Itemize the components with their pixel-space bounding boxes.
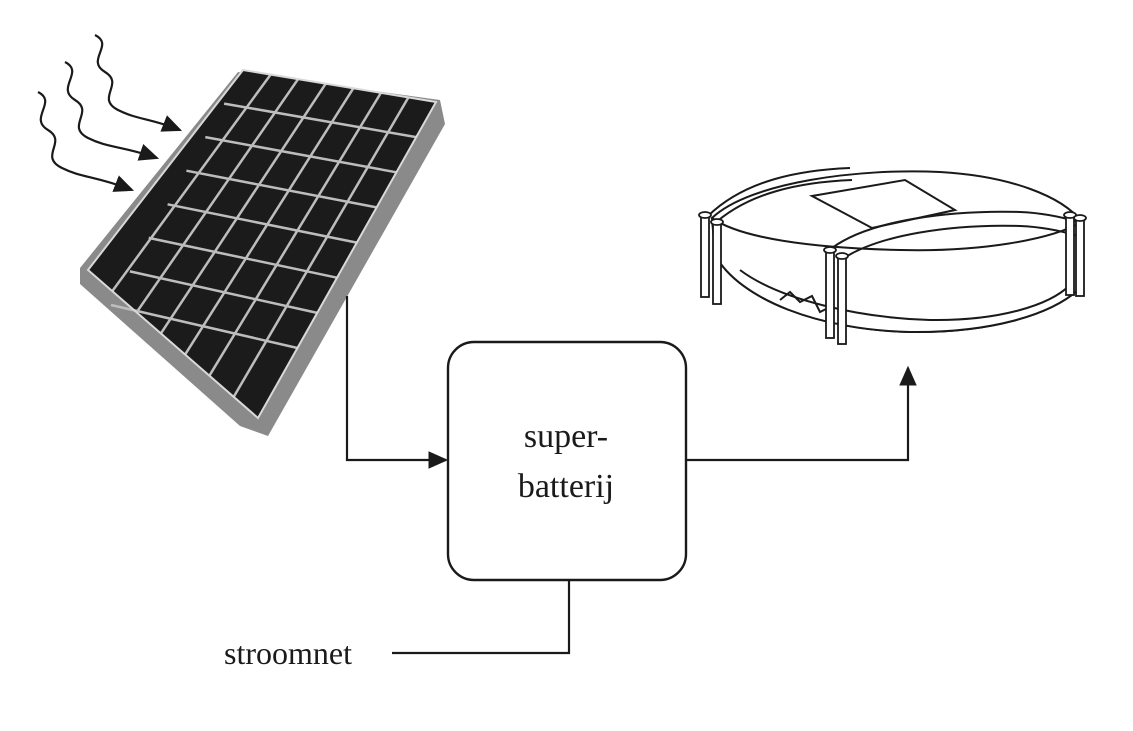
sun-rays xyxy=(37,34,183,192)
super-battery-box: super- batterij xyxy=(446,340,688,582)
battery-label-line2: batterij xyxy=(518,468,614,505)
grid-line xyxy=(392,580,571,655)
battery-to-load-line xyxy=(686,365,917,462)
wavy-arrow-icon xyxy=(64,61,160,161)
battery-label-line1: super- xyxy=(524,418,608,455)
pool-cover-icon xyxy=(698,167,1087,345)
wavy-arrow-icon xyxy=(37,91,135,192)
connection-lines xyxy=(345,296,917,655)
panel-to-battery-line xyxy=(345,296,449,469)
grid-label: stroomnet xyxy=(224,635,352,671)
solar-panel-icon xyxy=(80,68,445,436)
wavy-arrow-icon xyxy=(94,34,183,132)
